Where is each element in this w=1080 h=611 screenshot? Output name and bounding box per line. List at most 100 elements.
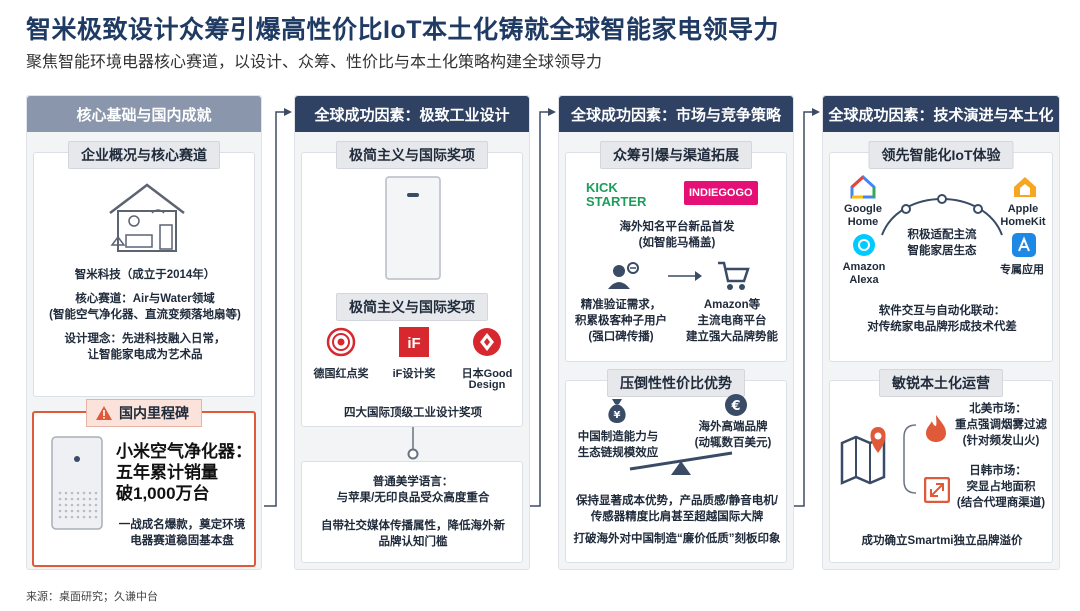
card-label: 企业概况与核心赛道 — [68, 141, 220, 169]
crowdfunding-card: 众筹引爆与渠道拓展 KICK STARTER INDIEGOGO 海外知名平台新… — [565, 141, 787, 362]
arrow-right-icon — [668, 271, 702, 281]
core-track-line2: (智能空气净化器、直流变频落地扇等) — [49, 309, 241, 321]
amazon-alexa-icon — [853, 234, 875, 256]
euro-coin-icon: € — [725, 394, 747, 416]
company-name: 智米科技（成立于2014年） — [74, 269, 216, 281]
validate-line1: 精准验证需求， — [580, 299, 662, 311]
users-icon — [608, 262, 639, 289]
apple-homekit-line1: Apple — [1007, 203, 1039, 215]
smart-home-icon — [109, 183, 185, 252]
amazon-alexa-line2: Alexa — [849, 274, 879, 286]
seesaw-icon — [629, 451, 733, 475]
column-market-strategy: 全球成功因素：市场与竞争策略 众筹引爆与渠道拓展 KICK STARTER IN… — [558, 95, 794, 570]
red-dot-award-icon — [326, 327, 356, 357]
minimalism-awards-card: 极简主义与国际奖项 极简主义与国际奖项 iF 德国红点奖 iF设计奖 日本Goo… — [301, 141, 523, 427]
page-subtitle: 聚焦智能环境电器核心赛道，以设计、众筹、性价比与本土化策略构建全球领导力 — [26, 54, 603, 71]
connector-pin — [407, 427, 419, 460]
design-concept-line1: 设计理念：先进科技融入日常， — [64, 333, 226, 345]
china-mfg-line2: 生态链规模效应 — [577, 447, 659, 459]
ecosystem-arc — [881, 194, 1003, 236]
card-label: 敏锐本土化运营 — [879, 369, 1003, 397]
crowdfunding-line2: (如智能马桶盖) — [638, 237, 716, 249]
ecosystem-line1: 积极适配主流 — [907, 229, 977, 241]
overseas-brand-line2: (动辄数百美元) — [694, 437, 772, 449]
na-market-line2: 重点强调烟雾过滤 — [955, 419, 1047, 431]
ecommerce-line3: 建立强大品牌势能 — [686, 331, 778, 343]
air-purifier-icon — [51, 436, 103, 530]
svg-text:¥: ¥ — [614, 410, 621, 421]
ecommerce-line1: Amazon等 — [703, 299, 761, 311]
svg-text:€: € — [730, 399, 740, 414]
app-store-icon — [1012, 233, 1036, 257]
column-header: 核心基础与国内成就 — [27, 96, 261, 132]
if-design-award-icon: iF — [399, 327, 429, 357]
jk-market-line1: 日韩市场： — [969, 465, 1027, 477]
connector-arrow-3 — [792, 108, 820, 507]
kickstarter-logo-line1: KICK — [586, 180, 618, 195]
warning-icon — [96, 406, 112, 420]
page-title: 智米极致设计众筹引爆高性价比IoT本土化铸就全球智能家电领导力 — [26, 16, 779, 44]
purifier-product-icon — [385, 176, 441, 280]
milestone-label: 国内里程碑 — [86, 399, 202, 427]
cart-icon — [718, 261, 750, 290]
localization-card: 敏锐本土化运营 北美市场： 重点强调烟雾过滤 (针对频发山火) 日韩市场： 突显… — [829, 369, 1053, 563]
ecommerce-line2: 主流电商平台 — [697, 315, 767, 327]
apple-homekit-line2: HomeKit — [1000, 216, 1046, 228]
google-home-icon — [850, 175, 876, 199]
award-red-dot: 德国红点奖 — [313, 368, 369, 380]
company-overview-card: 企业概况与核心赛道 智米科技（成立于2014年） 核心赛道：Air与Water领… — [33, 141, 255, 397]
apple-homekit-icon — [1014, 177, 1036, 197]
money-bag-icon: ¥ — [608, 399, 626, 423]
social-line2: 品牌认知门槛 — [378, 536, 448, 548]
domestic-milestone-card: 国内里程碑 小米空气净化器： 五年累计销量 破1,000万台 一战成名爆款，奠定… — [32, 399, 256, 567]
milestone-desc-line2: 电器赛道稳固基本盘 — [130, 535, 234, 547]
milestone-label-text: 国内里程碑 — [119, 405, 189, 421]
crowdfunding-line1: 海外知名平台新品首发 — [619, 221, 735, 233]
area-expand-icon — [924, 477, 950, 503]
aesthetic-line2: 与苹果/无印良品受众高度重合 — [336, 492, 490, 504]
core-track-line1: 核心赛道：Air与Water领域 — [75, 293, 215, 305]
good-design-award-icon — [473, 328, 501, 356]
design-concept-line2: 让智能家电成为艺术品 — [87, 349, 203, 361]
cost-advantage-line1: 保持显著成本优势，产品质感/静音电机/ — [576, 495, 778, 507]
award-if: iF设计奖 — [392, 368, 436, 380]
iot-experience-card: 领先智能化IoT体验 Google Home Apple HomeKit Ama… — [829, 141, 1053, 362]
card-label: 领先智能化IoT体验 — [868, 141, 1014, 169]
source-note: 来源：桌面研究；久谦中台 — [26, 591, 158, 603]
fire-icon — [926, 415, 946, 442]
map-pin-icon — [840, 427, 886, 485]
award-good-design-line1: 日本Good — [461, 368, 513, 380]
kickstarter-logo-line2: STARTER — [586, 194, 647, 209]
na-market-line1: 北美市场： — [969, 403, 1027, 415]
milestone-desc-line1: 一战成名爆款，奠定环境 — [118, 519, 246, 531]
google-home-line1: Google — [844, 203, 882, 215]
indiegogo-logo: INDIEGOGO — [684, 181, 758, 205]
social-line1: 自带社交媒体传播属性，降低海外新 — [321, 520, 505, 532]
column-core-foundation: 核心基础与国内成就 企业概况与核心赛道 智米科技（成立于2014年） 核心赛道：… — [26, 95, 262, 570]
card-label: 极简主义与国际奖项 — [336, 141, 488, 169]
software-line1: 软件交互与自动化联动： — [878, 305, 1006, 317]
google-home-line2: Home — [847, 216, 879, 228]
connector-arrow-1 — [264, 108, 292, 507]
ecosystem-line2: 智能家居生态 — [907, 245, 977, 257]
na-market-line3: (针对频发山火) — [962, 435, 1040, 447]
bracket-connector — [903, 424, 917, 494]
overseas-brand-line1: 海外高端品牌 — [698, 421, 768, 433]
dedicated-app: 专属应用 — [1000, 264, 1044, 276]
validate-line3: (强口碑传播) — [588, 331, 654, 343]
card-label: 众筹引爆与渠道拓展 — [600, 141, 752, 169]
column-tech-localization: 全球成功因素：技术演进与本土化 领先智能化IoT体验 Google Home A… — [822, 95, 1060, 570]
aesthetic-line1: 普通美学语言： — [372, 476, 454, 488]
award-good-design-line2: Design — [468, 379, 506, 391]
break-stereotype: 打破海外对中国制造“廉价低质”刻板印象 — [573, 533, 781, 545]
validate-line2: 积累极客种子用户 — [575, 315, 667, 327]
sales-headline-line1: 小米空气净化器： — [116, 442, 252, 461]
svg-text:iF: iF — [407, 335, 420, 352]
brand-premium: 成功确立Smartmi独立品牌溢价 — [861, 535, 1023, 547]
column-industrial-design: 全球成功因素：极致工业设计 极简主义与国际奖项 极简主义与国际奖项 iF 德国红… — [294, 95, 530, 570]
software-line2: 对传统家电品牌形成技术代差 — [867, 321, 1017, 333]
sales-headline-line2: 五年累计销量 — [116, 463, 218, 482]
sales-headline-line3: 破1,000万台 — [116, 484, 210, 503]
kickstarter-logo: KICK STARTER — [586, 181, 646, 209]
aesthetic-language-card: 普通美学语言： 与苹果/无印良品受众高度重合 自带社交媒体传播属性，降低海外新 … — [301, 461, 523, 563]
